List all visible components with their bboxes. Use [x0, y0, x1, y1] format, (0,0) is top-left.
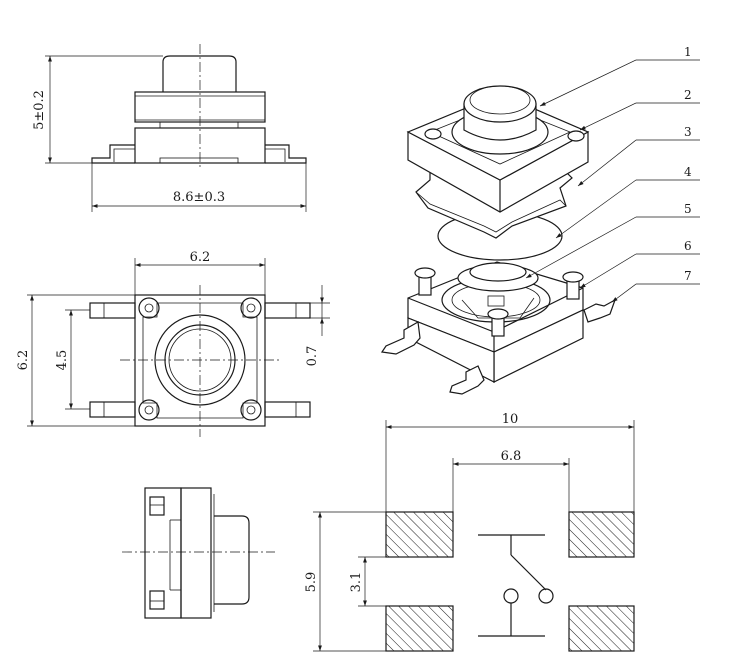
part-number-2: 2 [684, 88, 692, 102]
top-height-label: 6.2 [16, 350, 31, 371]
pad-gap-label: 3.1 [349, 572, 364, 593]
front-view: 5±0.2 8.6±0.3 [32, 44, 307, 212]
pad-height-label: 5.9 [304, 572, 319, 593]
top-inner-label: 4.5 [55, 350, 70, 371]
top-pin-label: 0.7 [305, 346, 320, 367]
pad-inner-label: 6.8 [501, 449, 522, 464]
pad-layout: 10 6.8 5.9 3.1 [304, 412, 635, 652]
part-number-4: 4 [684, 165, 692, 179]
post-right [562, 271, 584, 300]
top-width-label: 6.2 [190, 250, 211, 265]
post-left [414, 267, 436, 296]
part-number-6: 6 [684, 239, 692, 253]
side-view [122, 487, 275, 619]
front-height-label: 5±0.2 [32, 90, 47, 130]
part-number-3: 3 [684, 125, 692, 139]
part-plunger [463, 85, 537, 141]
top-view: 6.2 6.2 4.5 0.7 [16, 250, 330, 437]
front-width-label: 8.6±0.3 [173, 190, 225, 205]
part-number-7: 7 [684, 269, 692, 283]
part-actuator [457, 262, 539, 292]
post-front [487, 308, 509, 337]
part-number-1: 1 [684, 45, 692, 59]
exploded-view [380, 85, 617, 395]
part-number-5: 5 [684, 202, 692, 216]
pad-total-label: 10 [502, 412, 519, 427]
part-callouts: 1 2 3 4 5 6 7 [525, 45, 700, 303]
